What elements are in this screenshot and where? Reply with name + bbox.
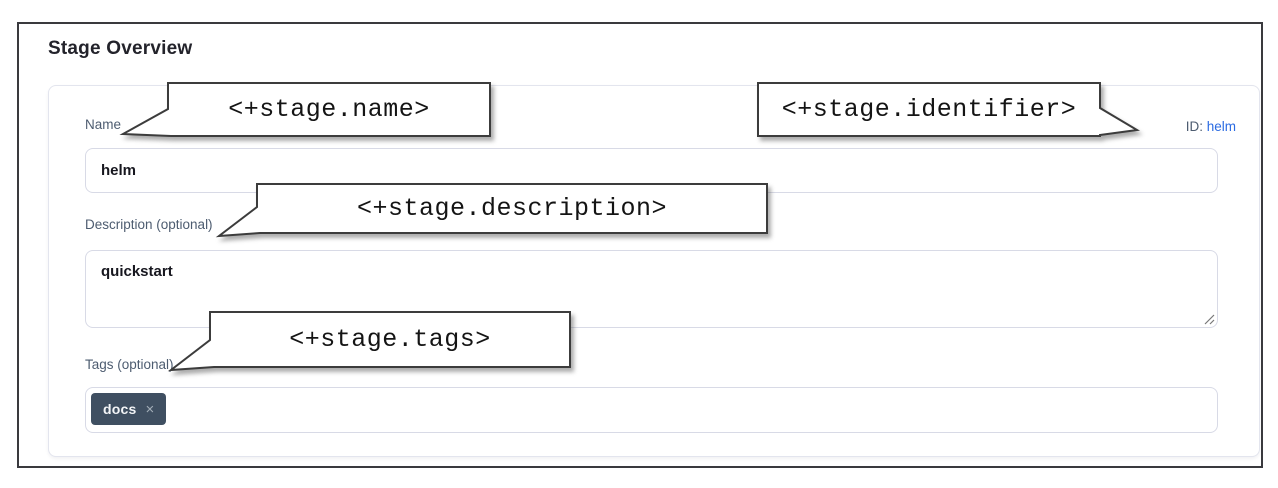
tag-chip-label: docs bbox=[103, 401, 137, 417]
tags-label: Tags (optional) bbox=[85, 357, 174, 372]
resize-handle-icon[interactable] bbox=[1203, 313, 1215, 325]
id-label: ID: bbox=[1185, 119, 1203, 134]
description-label: Description (optional) bbox=[85, 217, 213, 232]
tag-remove-icon[interactable]: × bbox=[145, 400, 155, 418]
name-input[interactable] bbox=[85, 148, 1218, 193]
stage-id-row: ID: helm bbox=[1186, 119, 1236, 134]
tags-input[interactable]: docs × bbox=[85, 387, 1218, 433]
id-value-link[interactable]: helm bbox=[1206, 119, 1236, 134]
tag-chip: docs × bbox=[91, 393, 167, 425]
name-label: Name bbox=[85, 117, 122, 132]
description-textarea[interactable]: quickstart bbox=[85, 250, 1218, 328]
page-title: Stage Overview bbox=[48, 38, 193, 59]
